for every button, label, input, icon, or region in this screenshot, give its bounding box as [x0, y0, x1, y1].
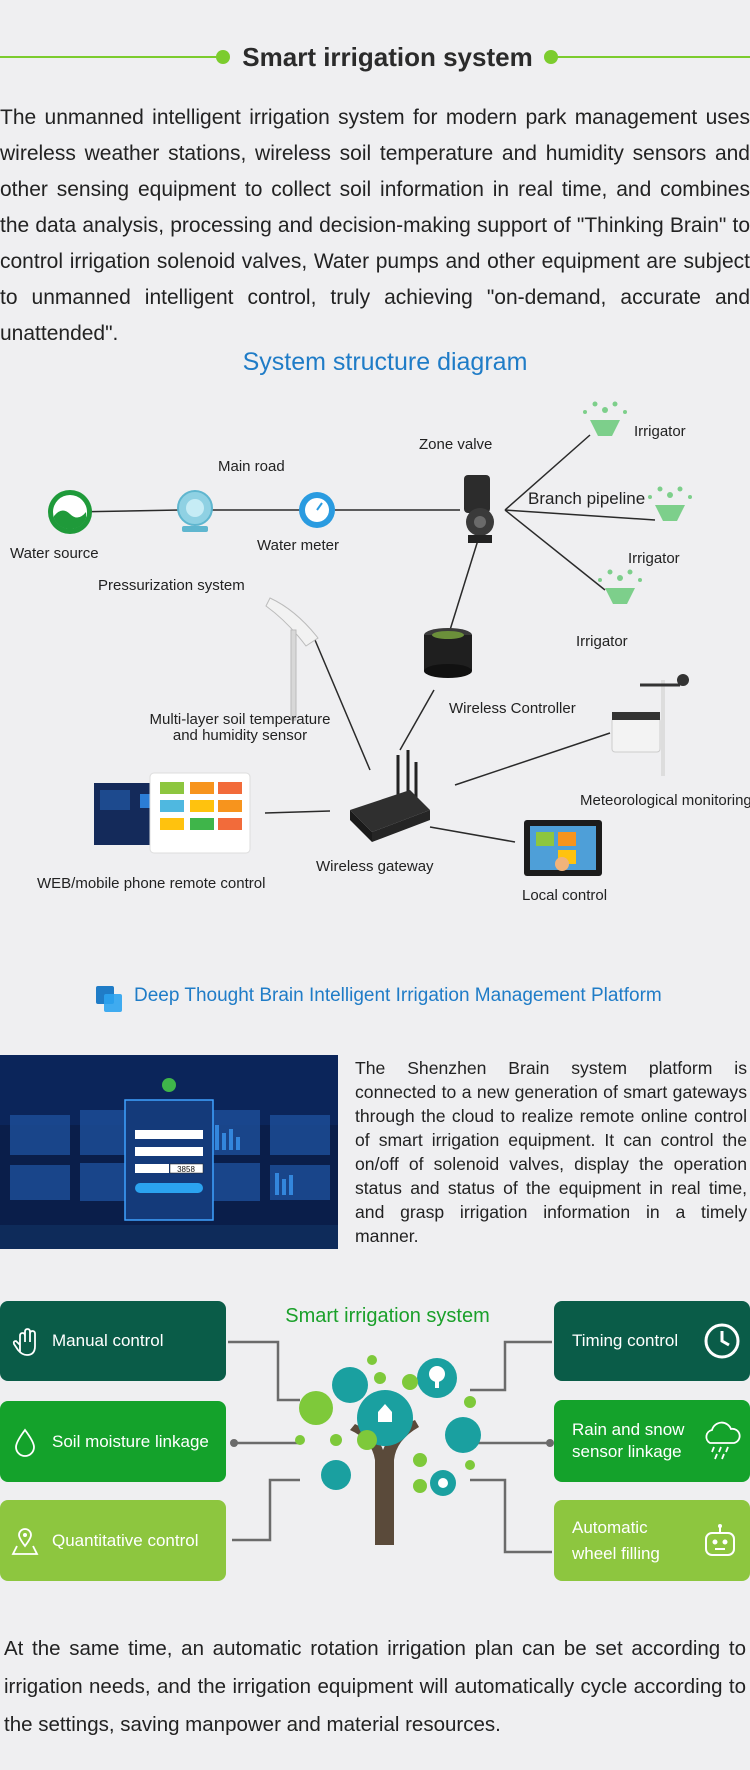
- label-irrigator-3: Irrigator: [576, 633, 628, 650]
- soil-sensor-icon: [265, 597, 319, 721]
- header-dot-left: [216, 50, 230, 64]
- clock-icon: [704, 1323, 740, 1359]
- page-title: Smart irrigation system: [242, 42, 533, 72]
- label-soil-sensor-line1: Multi-layer soil temperature: [149, 711, 331, 728]
- platform-title: Deep Thought Brain Intelligent Irrigatio…: [134, 985, 662, 1006]
- platform-logo-icon: [96, 986, 122, 1012]
- label-zone-valve: Zone valve: [419, 436, 493, 453]
- platform-description: The Shenzhen Brain system platform is co…: [355, 1058, 747, 1246]
- label-pressurization: Pressurization system: [98, 577, 245, 594]
- card-automatic-wheel-line2: wheel filling: [572, 1543, 660, 1563]
- diagram-connections: [69, 434, 656, 843]
- card-soil-moisture: Soil moisture linkage: [0, 1401, 226, 1482]
- water-meter-icon: [299, 492, 335, 528]
- zone-valve-icon: [464, 475, 494, 543]
- pump-icon: [177, 490, 213, 532]
- card-automatic-wheel-line1: Automatic: [572, 1517, 648, 1537]
- header-line-left: [0, 56, 222, 58]
- card-automatic-wheel-text: Automatic wheel filling: [572, 1517, 660, 1565]
- label-main-road: Main road: [218, 458, 285, 475]
- label-local-control: Local control: [522, 887, 608, 904]
- features-tree-diagram: [228, 1340, 554, 1554]
- system-diagram: [48, 401, 692, 876]
- diagram-title: System structure diagram: [242, 348, 528, 376]
- irrigator-icon-3: [598, 569, 642, 604]
- card-manual-control: Manual control: [0, 1301, 226, 1381]
- card-quantitative: Quantitative control: [0, 1500, 226, 1581]
- card-quantitative-label: Quantitative control: [52, 1530, 199, 1550]
- water-drop-icon: [15, 1427, 35, 1457]
- card-rain-snow-line2: sensor linkage: [572, 1442, 682, 1461]
- outro-paragraph: At the same time, an automatic rotation …: [4, 1637, 746, 1736]
- card-timing-control: Timing control: [554, 1301, 750, 1381]
- irrigator-icon-2: [648, 486, 692, 521]
- label-branch-pipeline: Branch pipeline: [528, 489, 646, 508]
- login-code: 3858: [177, 1165, 195, 1174]
- platform-screenshot: 3858: [0, 1055, 338, 1249]
- label-soil-sensor-line2: and humidity sensor: [172, 727, 308, 744]
- card-timing-control-label: Timing control: [572, 1331, 679, 1350]
- label-wireless-gateway: Wireless gateway: [316, 858, 434, 875]
- label-water-source: Water source: [10, 545, 99, 562]
- location-pin-icon: [11, 1527, 39, 1555]
- header-line-right: [550, 56, 750, 58]
- hand-icon: [12, 1328, 36, 1356]
- label-wireless-controller: Wireless Controller: [449, 700, 576, 717]
- irrigator-icon-1: [583, 401, 627, 436]
- robot-icon: [705, 1523, 735, 1556]
- label-web-mobile: WEB/mobile phone remote control: [37, 875, 266, 892]
- dashboard-screens-icon: [94, 772, 251, 854]
- card-rain-snow: Rain and snow sensor linkage: [554, 1400, 750, 1482]
- card-manual-control-label: Manual control: [52, 1331, 164, 1350]
- card-automatic-wheel: Automatic wheel filling: [554, 1500, 750, 1581]
- wireless-controller-icon: [424, 628, 472, 678]
- card-soil-moisture-label: Soil moisture linkage: [52, 1431, 209, 1451]
- features-title: Smart irrigation system: [285, 1305, 490, 1327]
- water-source-icon: [48, 490, 92, 534]
- weather-station-icon: [611, 674, 689, 776]
- tablet-icon: [524, 820, 602, 876]
- label-irrigator-2: Irrigator: [628, 550, 680, 567]
- card-rain-snow-line1: Rain and snow: [572, 1420, 685, 1439]
- wireless-gateway-icon: [350, 750, 430, 842]
- label-irrigator-1: Irrigator: [634, 423, 686, 440]
- intro-paragraph: The unmanned intelligent irrigation syst…: [0, 106, 750, 345]
- label-meteorological: Meteorological monitoring: [580, 792, 750, 809]
- card-rain-snow-text: Rain and snow sensor linkage: [572, 1419, 684, 1463]
- label-water-meter: Water meter: [257, 537, 339, 554]
- rain-cloud-icon: [705, 1421, 741, 1460]
